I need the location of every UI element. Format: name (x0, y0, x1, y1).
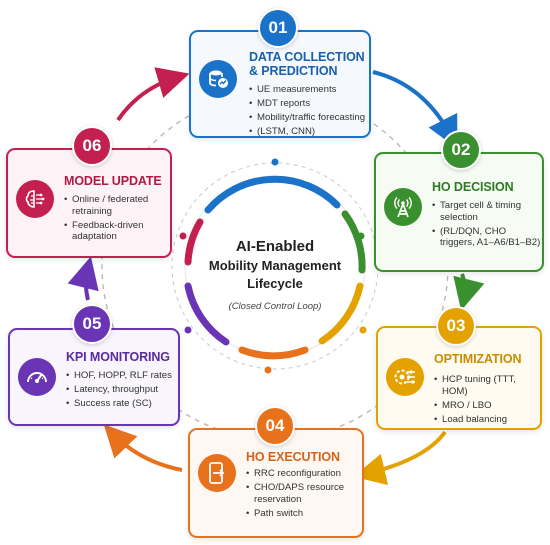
stage-02-list: Target cell & timing selection (RL/DQN, … (432, 200, 542, 251)
ring-segment-red (184, 218, 204, 266)
arrow-03-to-04 (353, 430, 447, 486)
arrow-01-to-02 (372, 70, 458, 149)
stage-06-badge: 06 (72, 126, 112, 166)
gear-sliders-icon (386, 358, 424, 396)
stage-02-badge: 02 (441, 130, 481, 170)
list-item: Online / federated retraining (64, 194, 170, 217)
list-item: Path switch (246, 508, 362, 520)
cell-tower-icon (384, 188, 422, 226)
stage-01-list: UE measurements MDT reports Mobility/tra… (249, 84, 369, 140)
list-item: UE measurements (249, 84, 369, 96)
database-chart-icon (199, 60, 237, 98)
list-item: Target cell & timing selection (432, 200, 542, 223)
list-item: MDT reports (249, 98, 369, 110)
stage-04-title: HO EXECUTION (246, 450, 340, 464)
center-note: (Closed Control Loop) (228, 301, 322, 312)
arrow-02-to-03 (453, 273, 485, 311)
ring-dot-orange (264, 366, 272, 374)
stage-05-title: KPI MONITORING (66, 350, 170, 364)
phone-transfer-icon (198, 454, 236, 492)
stage-02-card: HO DECISION Target cell & timing selecti… (374, 152, 544, 272)
stage-04-badge: 04 (255, 406, 295, 446)
stage-06-list: Online / federated retraining Feedback-d… (64, 194, 170, 245)
stage-04-list: RRC reconfiguration CHO/DAPS resource re… (246, 468, 362, 522)
stage-05-card: KPI MONITORING HOF, HOPP, RLF rates Late… (8, 328, 180, 426)
ring-segment-blue (204, 175, 341, 214)
list-item: RRC reconfiguration (246, 468, 362, 480)
list-item: Feedback-driven adaptation (64, 220, 170, 243)
speedometer-icon (18, 358, 56, 396)
list-item: (RL/DQN, CHO triggers, A1–A6/B1–B2) (432, 226, 542, 249)
stage-06-title: MODEL UPDATE (64, 174, 162, 188)
list-item: Mobility/traffic forecasting (249, 112, 369, 124)
stage-03-list: HCP tuning (TTT, HOM) MRO / LBO Load bal… (434, 374, 542, 428)
center-subtitle-line2: Lifecycle (247, 276, 303, 291)
arrow-04-to-05 (103, 424, 183, 472)
stage-06-card: MODEL UPDATE Online / federated retraini… (6, 148, 172, 258)
list-item: HCP tuning (TTT, HOM) (434, 374, 542, 397)
ring-dot-green (357, 232, 365, 240)
stage-03-badge: 03 (436, 306, 476, 346)
ring-segment-yellow (318, 282, 364, 345)
ring-segment-purple (184, 282, 230, 346)
list-item: Load balancing (434, 414, 542, 426)
ring-dot-yellow (359, 326, 367, 334)
list-item: Latency, throughput (66, 384, 178, 396)
list-item: CHO/DAPS resource reservation (246, 482, 362, 505)
ring-dot-purple (184, 326, 192, 334)
stage-03-title: OPTIMIZATION (434, 352, 522, 366)
center-subtitle-line1: Mobility Management (208, 258, 342, 273)
brain-circuit-icon (16, 180, 54, 218)
stage-05-list: HOF, HOPP, RLF rates Latency, throughput… (66, 370, 178, 412)
stage-01-badge: 01 (258, 8, 298, 48)
list-item: (LSTM, CNN) (249, 126, 369, 138)
list-item: Success rate (SC) (66, 398, 178, 410)
list-item: HOF, HOPP, RLF rates (66, 370, 178, 382)
stage-01-title: DATA COLLECTION & PREDICTION (249, 50, 365, 78)
arrow-06-to-01 (116, 67, 190, 122)
center-title: AI-Enabled (235, 238, 315, 255)
arrow-05-to-06 (67, 256, 99, 301)
list-item: MRO / LBO (434, 400, 542, 412)
ring-dot-red (179, 232, 187, 240)
stage-02-title: HO DECISION (432, 180, 514, 194)
stage-05-badge: 05 (72, 304, 112, 344)
ring-dot-blue (271, 158, 279, 166)
ring-segment-orange (238, 346, 309, 360)
ring-segment-green (341, 210, 366, 274)
